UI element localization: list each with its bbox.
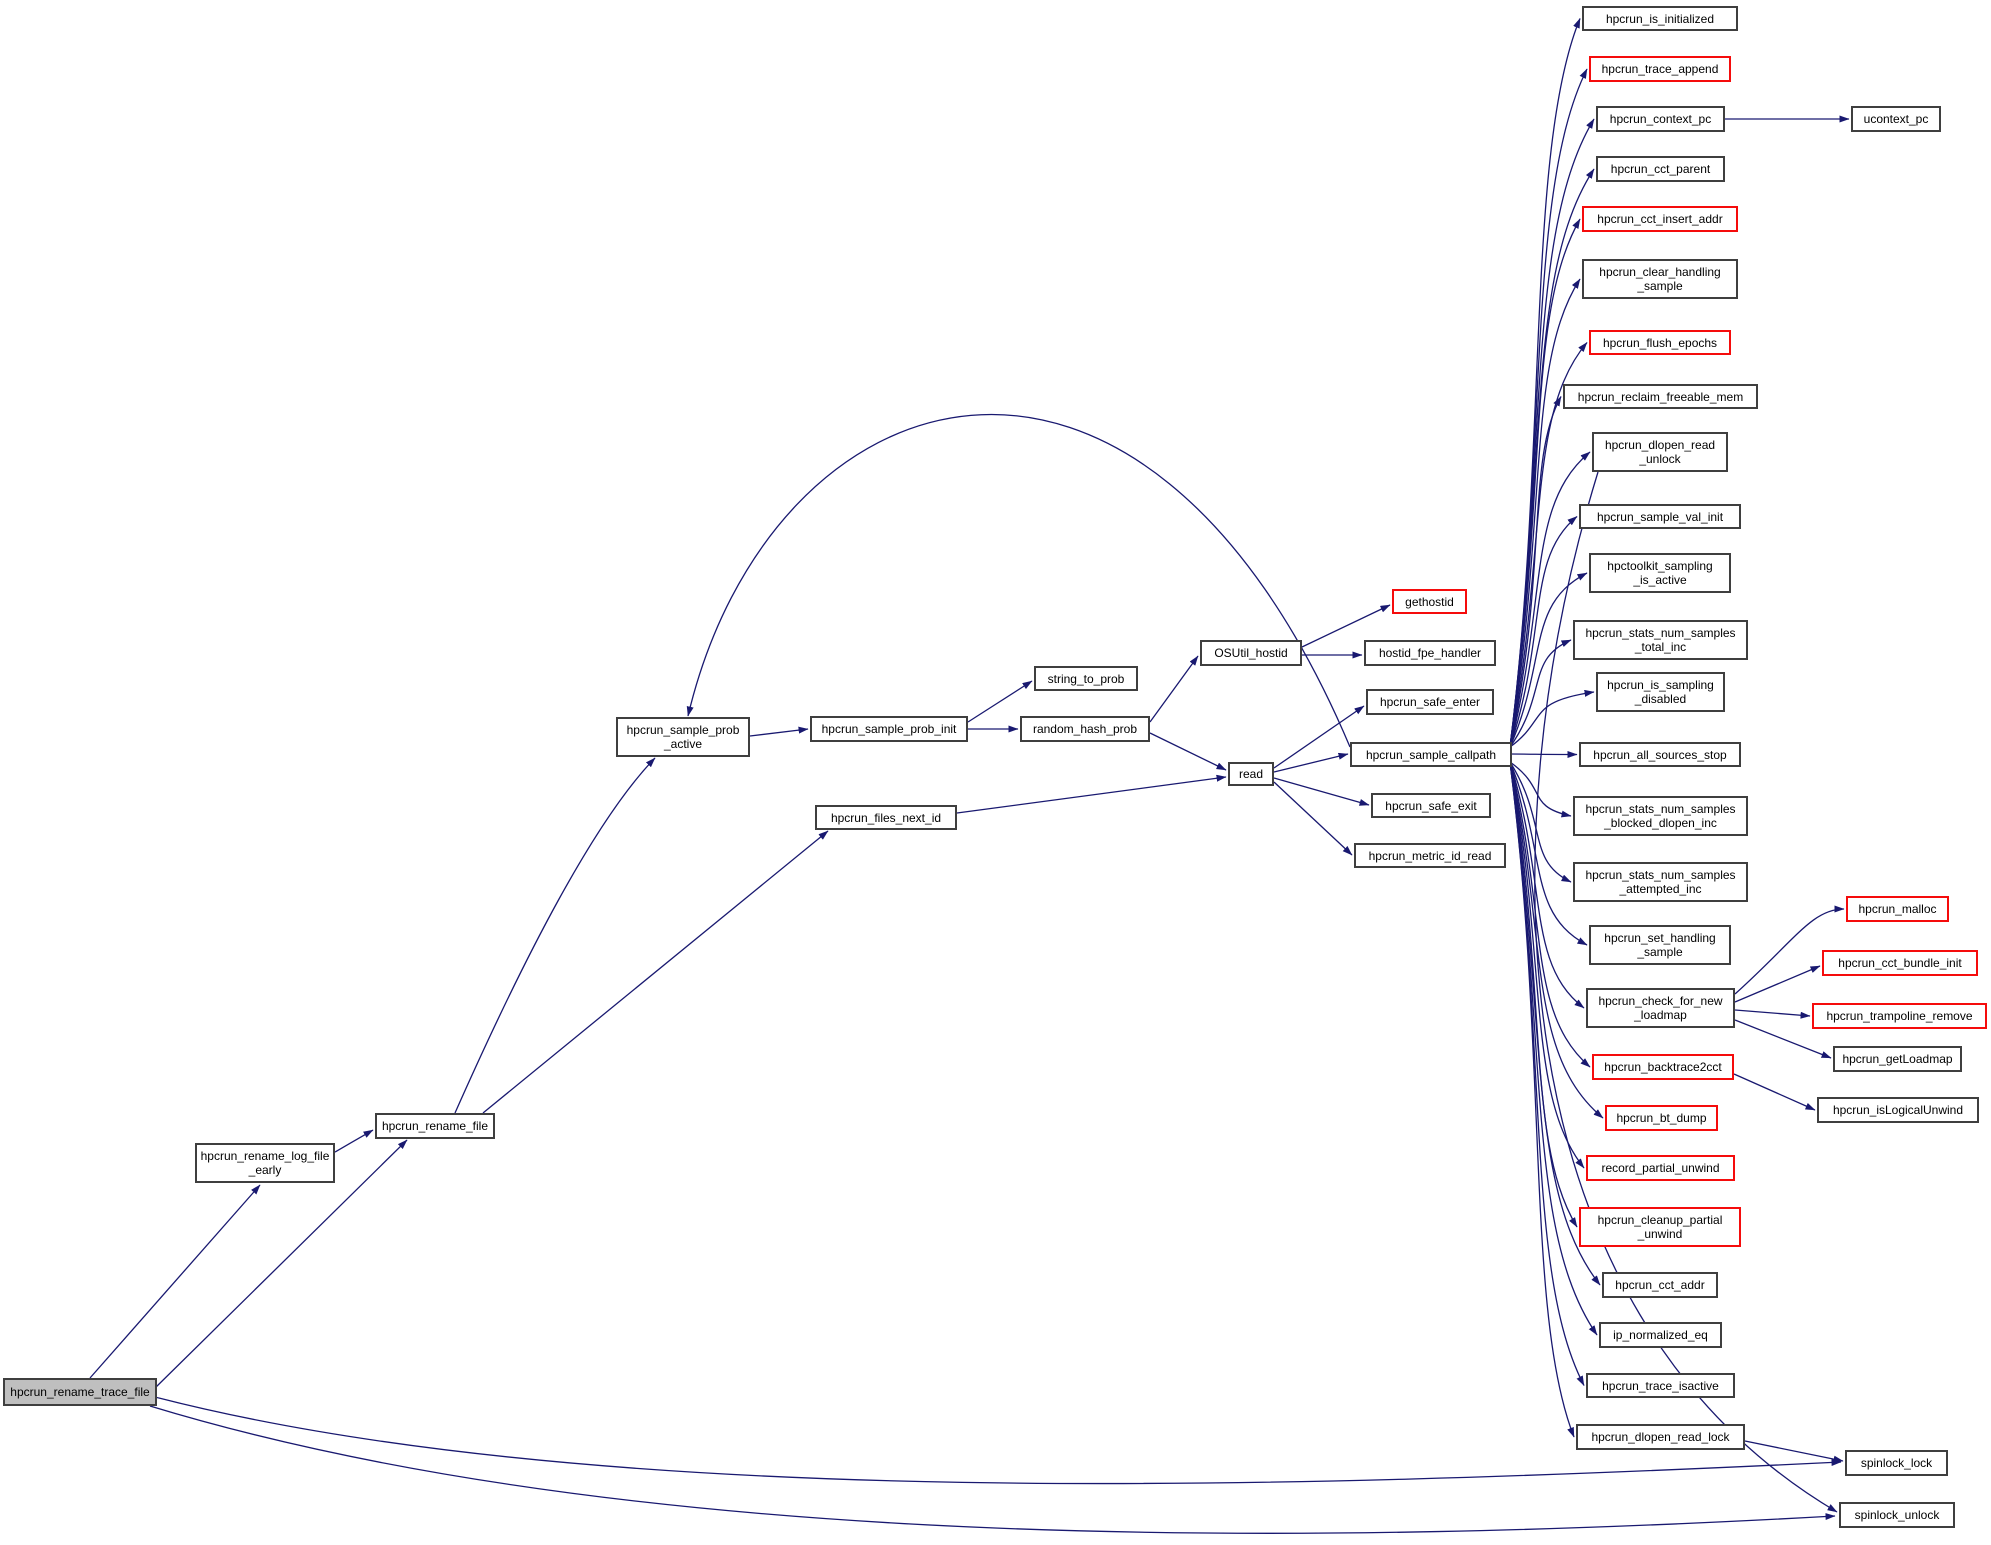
call-edge-sample_callpath-to-sample_prob_active bbox=[686, 413, 1351, 748]
graph-node-flush_epochs[interactable]: hpcrun_flush_epochs bbox=[1589, 330, 1731, 355]
graph-node-sample_callpath[interactable]: hpcrun_sample_callpath bbox=[1350, 742, 1512, 767]
call-edge-root-to-spinlock_lock bbox=[154, 1396, 1842, 1485]
call-edge-root-to-rename_file bbox=[152, 1139, 408, 1391]
call-edge-read-to-safe_enter bbox=[1273, 705, 1365, 769]
graph-node-rename_file[interactable]: hpcrun_rename_file bbox=[375, 1113, 495, 1139]
graph-node-sample_prob_active[interactable]: hpcrun_sample_prob _active bbox=[616, 717, 750, 757]
graph-node-dlopen_read_lock[interactable]: hpcrun_dlopen_read_lock bbox=[1576, 1424, 1745, 1450]
call-edge-dlopen_read_unlock-to-spinlock_unlock bbox=[1534, 471, 1838, 1513]
graph-node-trace_append[interactable]: hpcrun_trace_append bbox=[1589, 56, 1731, 82]
call-edge-backtrace2cct-to-isLogicalUnwind bbox=[1733, 1073, 1816, 1111]
call-edge-sample_callpath-to-record_partial_unwind bbox=[1509, 761, 1585, 1169]
call-edge-root-to-rename_log_early bbox=[89, 1184, 261, 1379]
graph-node-spinlock_lock[interactable]: spinlock_lock bbox=[1845, 1450, 1948, 1476]
graph-node-files_next_id[interactable]: hpcrun_files_next_id bbox=[815, 805, 957, 830]
graph-node-ip_normalized_eq[interactable]: ip_normalized_eq bbox=[1599, 1322, 1722, 1348]
call-edge-sample_callpath-to-reclaim_freeable bbox=[1509, 396, 1562, 748]
graph-node-hostid_fpe_handler[interactable]: hostid_fpe_handler bbox=[1364, 640, 1496, 666]
graph-node-cct_bundle_init[interactable]: hpcrun_cct_bundle_init bbox=[1822, 950, 1978, 976]
graph-node-trampoline_remove[interactable]: hpcrun_trampoline_remove bbox=[1812, 1003, 1987, 1029]
graph-node-trace_isactive[interactable]: hpcrun_trace_isactive bbox=[1586, 1373, 1735, 1398]
graph-node-rename_log_early[interactable]: hpcrun_rename_log_file _early bbox=[195, 1143, 335, 1183]
call-edge-check_new_loadmap-to-malloc bbox=[1734, 905, 1845, 995]
call-edge-random_hash_prob-to-osutil_hostid bbox=[1149, 655, 1199, 723]
call-edge-sample_callpath-to-cct_insert_addr bbox=[1509, 218, 1581, 748]
call-edge-random_hash_prob-to-read bbox=[1149, 732, 1227, 771]
call-edge-check_new_loadmap-to-getLoadmap bbox=[1734, 1019, 1832, 1059]
graph-node-osutil_hostid[interactable]: OSUtil_hostid bbox=[1200, 640, 1302, 666]
graph-node-safe_enter[interactable]: hpcrun_safe_enter bbox=[1366, 689, 1494, 715]
graph-node-spinlock_unlock[interactable]: spinlock_unlock bbox=[1839, 1502, 1955, 1528]
graph-node-stats_total_inc[interactable]: hpcrun_stats_num_samples _total_inc bbox=[1573, 620, 1748, 660]
call-edge-sample_callpath-to-set_handling bbox=[1509, 761, 1588, 946]
graph-node-bt_dump[interactable]: hpcrun_bt_dump bbox=[1605, 1105, 1718, 1131]
call-edge-sample_callpath-to-bt_dump bbox=[1509, 761, 1604, 1119]
graph-node-is_initialized[interactable]: hpcrun_is_initialized bbox=[1582, 6, 1738, 31]
call-edge-sample_callpath-to-stats_total_inc bbox=[1509, 639, 1572, 748]
call-edge-files_next_id-to-read bbox=[956, 774, 1227, 814]
graph-node-sample_prob_init[interactable]: hpcrun_sample_prob_init bbox=[810, 716, 968, 742]
call-edge-sample_callpath-to-stats_attempted bbox=[1509, 761, 1572, 883]
call-edge-read-to-safe_exit bbox=[1273, 777, 1370, 806]
graph-node-metric_id_read[interactable]: hpcrun_metric_id_read bbox=[1354, 843, 1506, 868]
graph-node-context_pc[interactable]: hpcrun_context_pc bbox=[1596, 106, 1725, 132]
call-edge-rename_file-to-sample_prob_active bbox=[454, 757, 656, 1114]
call-edge-sample_prob_active-to-sample_prob_init bbox=[749, 726, 809, 737]
graph-node-is_sampling_disabled[interactable]: hpcrun_is_sampling _disabled bbox=[1596, 672, 1725, 712]
call-edge-sample_callpath-to-flush_epochs bbox=[1509, 342, 1588, 748]
graph-node-ucontext_pc[interactable]: ucontext_pc bbox=[1851, 106, 1941, 132]
graph-node-stats_attempted[interactable]: hpcrun_stats_num_samples _attempted_inc bbox=[1573, 862, 1748, 902]
graph-node-sample_val_init[interactable]: hpcrun_sample_val_init bbox=[1579, 504, 1741, 529]
call-edge-check_new_loadmap-to-trampoline_remove bbox=[1734, 1009, 1811, 1019]
graph-node-clear_handling[interactable]: hpcrun_clear_handling _sample bbox=[1582, 259, 1738, 299]
call-edge-sample_prob_init-to-string_to_prob bbox=[967, 680, 1033, 723]
call-edge-rename_log_early-to-rename_file bbox=[334, 1129, 374, 1153]
call-edge-root-to-spinlock_unlock bbox=[149, 1405, 1836, 1534]
graph-node-record_partial_unwind[interactable]: record_partial_unwind bbox=[1586, 1155, 1735, 1181]
graph-node-reclaim_freeable[interactable]: hpcrun_reclaim_freeable_mem bbox=[1563, 384, 1758, 409]
call-edge-rename_file-to-files_next_id bbox=[482, 830, 829, 1114]
call-edge-sample_callpath-to-is_sampling_disabled bbox=[1509, 689, 1595, 748]
graph-node-root[interactable]: hpcrun_rename_trace_file bbox=[3, 1378, 157, 1406]
graph-node-cleanup_partial[interactable]: hpcrun_cleanup_partial _unwind bbox=[1579, 1207, 1741, 1247]
graph-node-read[interactable]: read bbox=[1228, 762, 1274, 786]
call-edge-osutil_hostid-to-gethostid bbox=[1301, 604, 1391, 648]
call-edge-dlopen_read_lock-to-spinlock_lock bbox=[1744, 1440, 1844, 1463]
graph-node-check_new_loadmap[interactable]: hpcrun_check_for_new _loadmap bbox=[1586, 988, 1735, 1028]
graph-node-backtrace2cct[interactable]: hpcrun_backtrace2cct bbox=[1592, 1054, 1734, 1080]
call-edge-sample_callpath-to-all_sources_stop bbox=[1509, 750, 1578, 758]
graph-node-cct_parent[interactable]: hpcrun_cct_parent bbox=[1596, 156, 1725, 182]
graph-node-getLoadmap[interactable]: hpcrun_getLoadmap bbox=[1833, 1046, 1962, 1072]
call-edge-sample_callpath-to-dlopen_read_lock bbox=[1509, 761, 1575, 1438]
graph-node-string_to_prob[interactable]: string_to_prob bbox=[1034, 666, 1138, 691]
graph-node-all_sources_stop[interactable]: hpcrun_all_sources_stop bbox=[1579, 742, 1741, 767]
graph-node-malloc[interactable]: hpcrun_malloc bbox=[1846, 896, 1949, 922]
call-edge-sample_callpath-to-backtrace2cct bbox=[1509, 761, 1591, 1068]
graph-node-safe_exit[interactable]: hpcrun_safe_exit bbox=[1371, 793, 1491, 818]
call-edge-read-to-metric_id_read bbox=[1273, 781, 1353, 856]
graph-node-set_handling[interactable]: hpcrun_set_handling _sample bbox=[1589, 925, 1731, 965]
call-edge-sample_callpath-to-check_new_loadmap bbox=[1509, 761, 1585, 1009]
graph-node-random_hash_prob[interactable]: random_hash_prob bbox=[1020, 716, 1150, 742]
graph-node-isLogicalUnwind[interactable]: hpcrun_isLogicalUnwind bbox=[1817, 1097, 1979, 1123]
call-edge-sample_callpath-to-cct_addr bbox=[1509, 761, 1601, 1286]
graph-node-sampling_is_active[interactable]: hpctoolkit_sampling _is_active bbox=[1589, 553, 1731, 593]
call-edge-sample_callpath-to-sample_val_init bbox=[1509, 515, 1578, 748]
graph-node-cct_insert_addr[interactable]: hpcrun_cct_insert_addr bbox=[1582, 206, 1738, 232]
graph-node-dlopen_read_unlock[interactable]: hpcrun_dlopen_read _unlock bbox=[1592, 432, 1728, 472]
call-edge-check_new_loadmap-to-cct_bundle_init bbox=[1734, 965, 1821, 1003]
graph-node-gethostid[interactable]: gethostid bbox=[1392, 589, 1467, 614]
call-edge-sample_callpath-to-dlopen_read_unlock bbox=[1509, 451, 1591, 748]
graph-node-stats_blocked[interactable]: hpcrun_stats_num_samples _blocked_dlopen… bbox=[1573, 796, 1748, 836]
call-edge-sample_callpath-to-is_initialized bbox=[1509, 18, 1581, 748]
call-edge-sample_callpath-to-clear_handling bbox=[1509, 278, 1581, 748]
call-edge-read-to-sample_callpath bbox=[1273, 752, 1349, 773]
graph-node-cct_addr[interactable]: hpcrun_cct_addr bbox=[1602, 1272, 1718, 1298]
